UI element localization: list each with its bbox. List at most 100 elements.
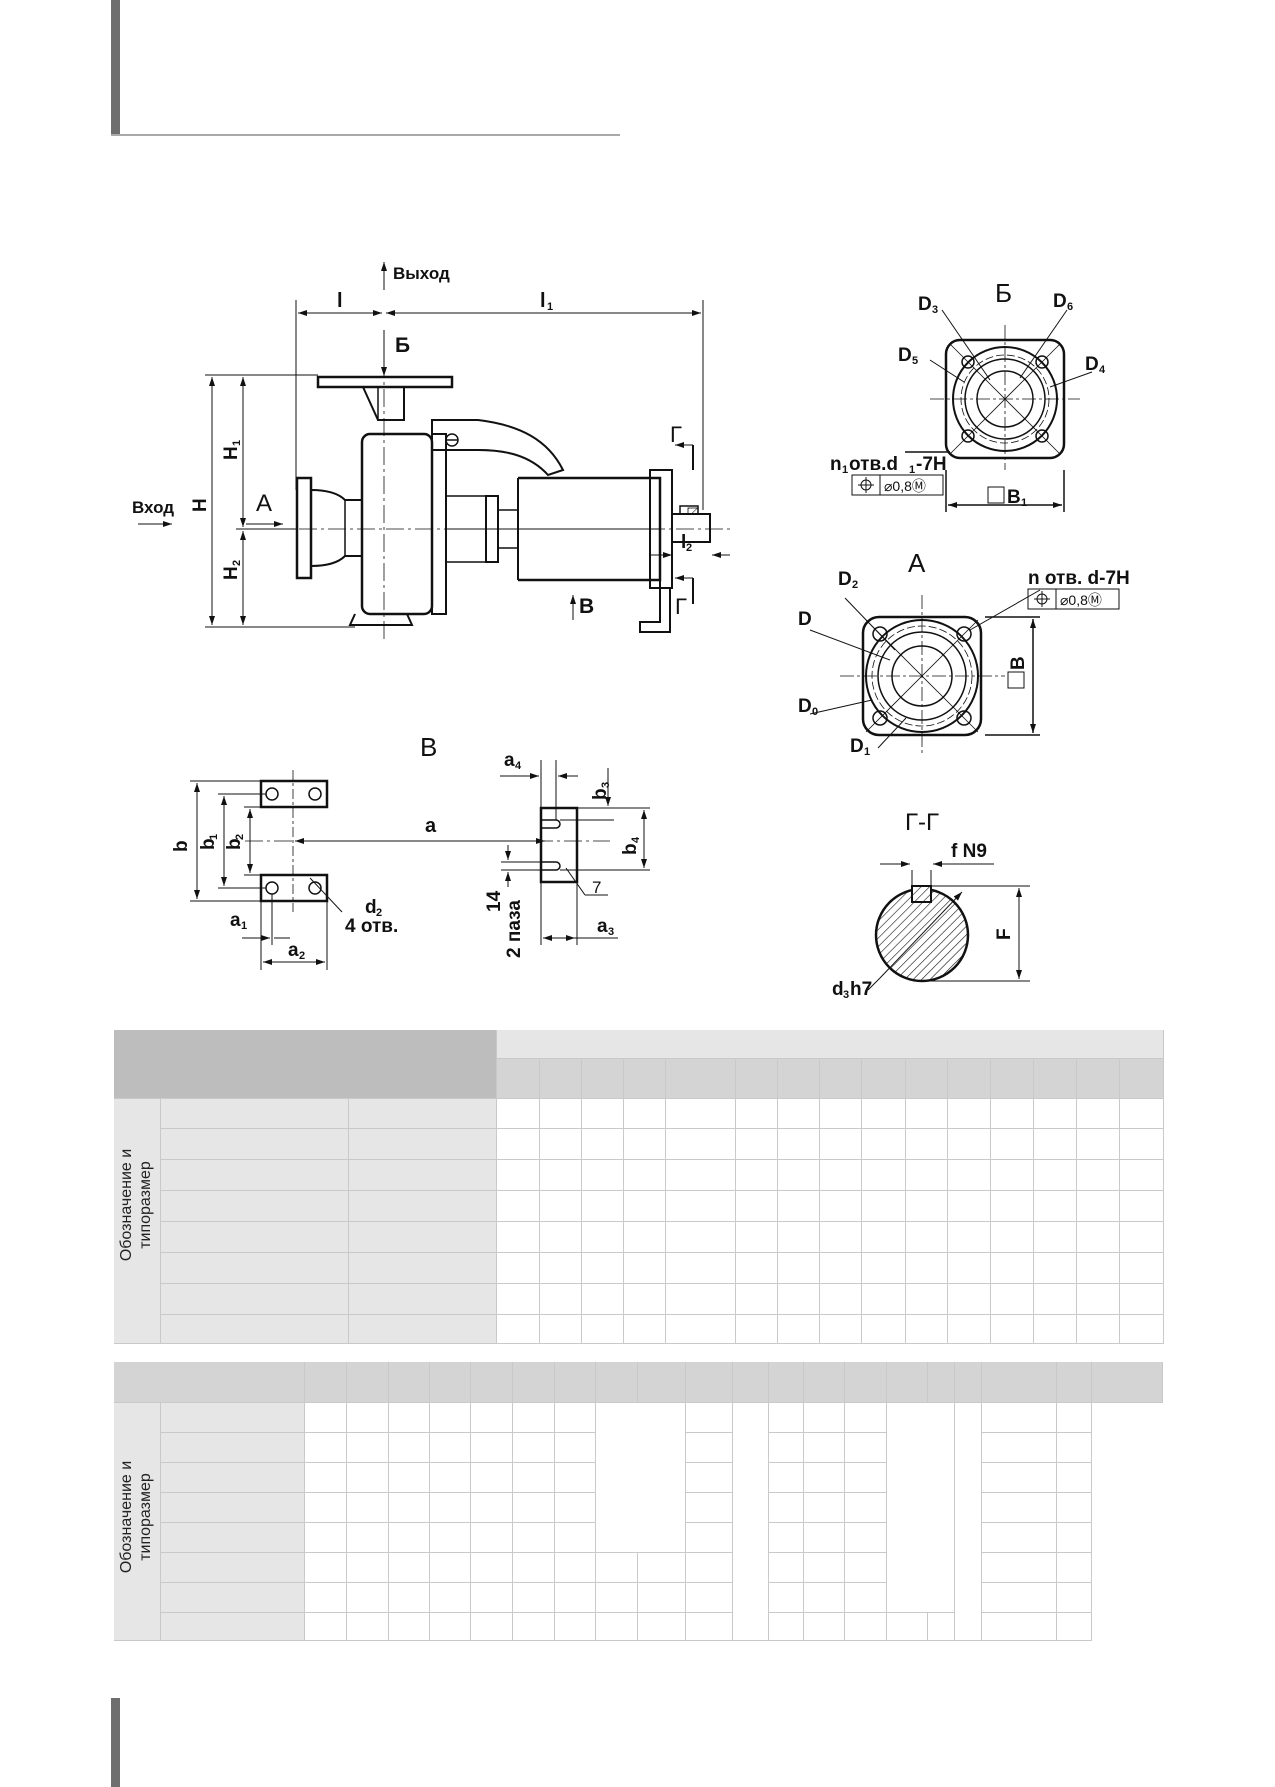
table-row xyxy=(114,1098,1164,1344)
main-view-dimensions xyxy=(138,262,730,628)
svg-text:4: 4 xyxy=(630,836,642,843)
svg-text:D: D xyxy=(898,345,912,366)
shaft-section-labels: Г-Г f N9 F d 3 h7 xyxy=(832,809,1015,1001)
svg-text:B: B xyxy=(1007,487,1021,508)
svg-text:0: 0 xyxy=(812,706,818,718)
svg-text:2 паза: 2 паза xyxy=(504,900,525,958)
svg-text:a: a xyxy=(504,750,515,771)
svg-text:b: b xyxy=(224,838,245,850)
svg-text:1: 1 xyxy=(231,440,243,446)
svg-text:Г-Г: Г-Г xyxy=(905,809,939,836)
svg-text:1: 1 xyxy=(864,746,870,758)
svg-text:Г: Г xyxy=(675,594,687,619)
svg-text:7: 7 xyxy=(592,878,601,897)
table-row xyxy=(114,1582,1163,1613)
svg-text:1: 1 xyxy=(909,464,915,476)
svg-text:2: 2 xyxy=(686,542,692,554)
svg-text:d: d xyxy=(832,979,844,1000)
svg-text:4: 4 xyxy=(515,760,522,772)
svg-text:d: d xyxy=(365,897,377,918)
svg-text:H: H xyxy=(190,498,211,512)
table-row xyxy=(114,1221,1164,1253)
svg-text:l: l xyxy=(681,532,686,553)
svg-text:a: a xyxy=(597,916,608,937)
svg-text:l: l xyxy=(337,290,343,312)
svg-text:⌀0,8Ⓜ: ⌀0,8Ⓜ xyxy=(884,478,926,494)
table-row xyxy=(114,1462,1163,1493)
outlet-flange-labels: Б D 3 D 6 D 5 D 4 n 1 отв.d 1 -7H ⌀0,8Ⓜ … xyxy=(830,278,1106,509)
top-accent-bar xyxy=(111,0,120,136)
svg-text:2: 2 xyxy=(376,907,382,919)
svg-text:4: 4 xyxy=(1099,364,1106,376)
svg-text:В: В xyxy=(579,595,594,618)
svg-text:3: 3 xyxy=(932,304,938,316)
svg-text:Вход: Вход xyxy=(132,498,174,517)
svg-text:В: В xyxy=(420,732,437,762)
svg-text:5: 5 xyxy=(912,355,918,367)
svg-text:1: 1 xyxy=(547,301,553,313)
table-bottom-corner-header xyxy=(114,1362,306,1403)
table-row xyxy=(114,1432,1163,1463)
table-row xyxy=(114,1283,1164,1315)
svg-text:4 отв.: 4 отв. xyxy=(345,916,398,937)
svg-text:n отв. d-7H: n отв. d-7H xyxy=(1028,568,1130,589)
table-row xyxy=(114,1552,1163,1583)
svg-text:3: 3 xyxy=(608,926,614,938)
svg-text:D: D xyxy=(838,569,852,590)
svg-text:H: H xyxy=(221,566,242,580)
svg-text:Г: Г xyxy=(670,422,682,447)
svg-text:D: D xyxy=(850,736,864,757)
svg-text:2: 2 xyxy=(234,834,246,840)
pump-main-view xyxy=(270,360,730,640)
svg-text:D: D xyxy=(918,294,932,315)
table-row xyxy=(114,1159,1164,1191)
row-header-cell xyxy=(114,1098,161,1344)
table-top-corner-header xyxy=(114,1030,497,1099)
table-bottom-row-header-label: Обозначение и типоразмер xyxy=(118,1460,154,1574)
svg-text:6: 6 xyxy=(1067,301,1073,313)
shaft-section xyxy=(867,861,1030,991)
svg-text:1: 1 xyxy=(241,920,247,932)
svg-text:H: H xyxy=(221,446,242,460)
svg-text:⌀0,8Ⓜ: ⌀0,8Ⓜ xyxy=(1060,592,1102,608)
table-row xyxy=(114,1252,1164,1284)
svg-text:1: 1 xyxy=(842,464,848,476)
svg-text:b: b xyxy=(590,788,611,800)
svg-text:1: 1 xyxy=(208,834,220,840)
svg-text:D: D xyxy=(1085,354,1099,375)
row-header-cell xyxy=(114,1402,161,1641)
svg-text:l: l xyxy=(540,290,546,312)
svg-text:a: a xyxy=(425,815,437,837)
svg-text:b: b xyxy=(198,838,219,850)
svg-text:b: b xyxy=(620,843,641,855)
svg-text:f N9: f N9 xyxy=(951,841,987,862)
table-row xyxy=(114,1492,1163,1523)
svg-text:А: А xyxy=(908,548,926,578)
feet-labels: В b b 1 b 2 a a 1 a 2 d 2 4 отв. a 4 b 3… xyxy=(171,732,642,962)
svg-text:3: 3 xyxy=(843,989,849,1001)
bottom-accent-bar xyxy=(111,1698,120,1787)
svg-text:a: a xyxy=(230,910,241,931)
table-row xyxy=(114,1128,1164,1160)
svg-text:3: 3 xyxy=(600,782,612,788)
inlet-flange-view xyxy=(809,589,1041,755)
svg-text:n: n xyxy=(830,454,842,475)
svg-text:1: 1 xyxy=(1021,497,1027,509)
table-row xyxy=(114,1612,1163,1641)
svg-text:А: А xyxy=(256,490,272,517)
table-row xyxy=(114,1402,1163,1641)
table-row xyxy=(114,1522,1163,1553)
svg-text:D: D xyxy=(798,696,812,717)
svg-text:отв.d: отв.d xyxy=(849,454,898,475)
svg-text:b: b xyxy=(171,840,192,852)
table-row xyxy=(114,1190,1164,1222)
table-top-grid xyxy=(114,1030,1164,1344)
table-bottom-grid xyxy=(114,1362,1163,1641)
header-rule xyxy=(111,134,620,136)
table-top-group-header xyxy=(496,1030,1164,1059)
svg-text:2: 2 xyxy=(852,579,858,591)
svg-text:B: B xyxy=(1008,656,1029,670)
table-row xyxy=(114,1314,1164,1344)
svg-text:Б: Б xyxy=(995,278,1012,308)
